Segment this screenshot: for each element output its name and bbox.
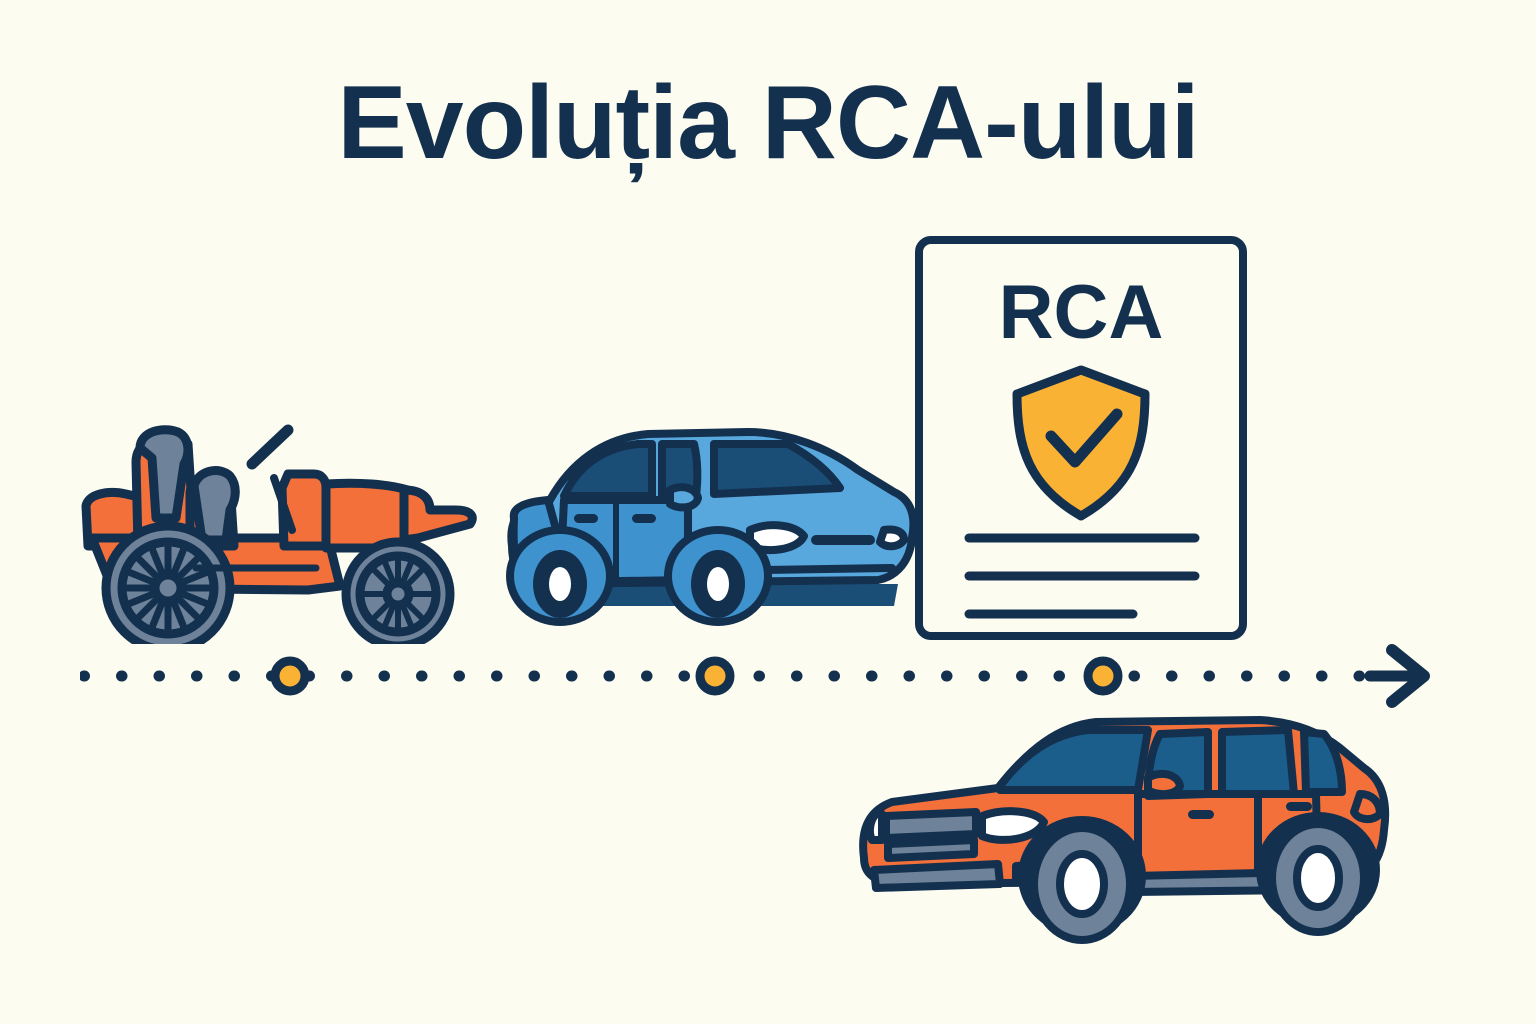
check-icon xyxy=(1045,408,1123,468)
vintage-front-fender xyxy=(399,485,477,545)
sedan-rear-door-handle xyxy=(574,514,598,523)
timeline-axis xyxy=(80,644,1430,708)
suv-rear-side-window xyxy=(1218,726,1298,798)
sedan-rear-rim xyxy=(549,567,571,601)
suv-headlight xyxy=(978,807,1048,844)
vintage-tiller-bar xyxy=(246,424,294,470)
rca-policy-document: RCA xyxy=(915,236,1247,640)
milestone-policy-era[interactable] xyxy=(1083,656,1123,696)
vintage-car-illustration xyxy=(81,424,477,644)
sedan-rear-window xyxy=(560,440,656,500)
sedan-windshield xyxy=(710,440,844,498)
sedan-side-mirror xyxy=(666,483,702,512)
sedan-corner-light xyxy=(876,525,908,551)
sedan-front-door-handle xyxy=(632,514,656,523)
suv-corner-light xyxy=(865,810,886,844)
suv-grille-lower xyxy=(884,836,978,862)
shield-body xyxy=(1012,365,1150,521)
blue-sedan-illustration xyxy=(506,428,918,626)
arrow-right-icon xyxy=(1386,644,1430,708)
shield-icon xyxy=(1012,365,1150,521)
suv-tail-light xyxy=(1350,790,1384,823)
milestone-vintage-era[interactable] xyxy=(270,656,310,696)
timeline-milestones xyxy=(270,656,1123,696)
orange-suv-illustration xyxy=(859,716,1390,944)
document-title: RCA xyxy=(999,270,1164,355)
vintage-rear-seat-cushion xyxy=(135,425,193,523)
suv-rear-rim xyxy=(1293,845,1343,911)
suv-grille-upper xyxy=(882,808,980,842)
document-text-lines xyxy=(964,533,1200,619)
suv-windshield xyxy=(996,726,1152,794)
vintage-steering-column xyxy=(270,474,296,534)
suv-side-mirror xyxy=(1144,769,1184,799)
vintage-rear-hub xyxy=(150,570,186,606)
suv-rear-quarter-window xyxy=(1300,728,1346,796)
sedan-front-rim xyxy=(707,567,729,601)
suv-front-door-handle xyxy=(1188,810,1214,819)
vintage-front-hub xyxy=(382,578,414,610)
suv-front-bumper xyxy=(870,860,1004,892)
vintage-front-seat-cushion xyxy=(189,466,240,545)
page-title: Evoluția RCA-ului xyxy=(337,65,1199,181)
suv-front-rim xyxy=(1056,850,1108,918)
sedan-bumper-line xyxy=(760,564,896,574)
suv-rear-door-handle xyxy=(1286,802,1312,811)
milestone-sedan-era[interactable] xyxy=(695,656,735,696)
